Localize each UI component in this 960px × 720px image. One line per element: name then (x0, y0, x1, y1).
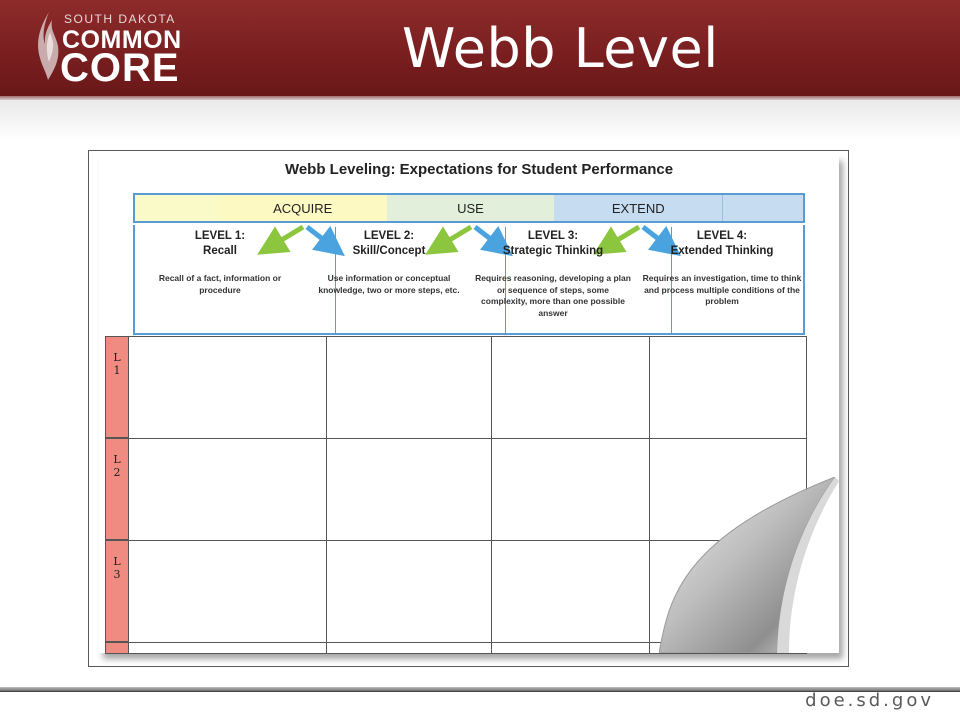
level-1-block: LEVEL 1: Recall Recall of a fact, inform… (145, 229, 295, 296)
grid-cell (128, 540, 327, 643)
level-name: Extended Thinking (670, 245, 774, 257)
level-name: Recall (203, 245, 237, 257)
blue-arrow-icon (305, 225, 681, 257)
category-use: USE (386, 195, 555, 221)
row-label-l3: L 3 (105, 540, 129, 642)
level-title: LEVEL 4: (696, 230, 748, 242)
header-band (0, 100, 960, 140)
category-header-bar: ACQUIRE USE EXTEND (133, 193, 805, 223)
row-label-text: L 1 (113, 351, 121, 377)
row-label-text: L 2 (113, 453, 121, 479)
grid-cell (326, 336, 492, 439)
grid-cell (326, 540, 492, 643)
footer-website: doe.sd.gov (805, 690, 934, 711)
level-description: Recall of a fact, information or procedu… (158, 273, 282, 295)
footer-divider-thin (0, 691, 960, 692)
level-description: Requires reasoning, developing a plan or… (475, 273, 631, 318)
document-title: Webb Leveling: Expectations for Student … (284, 161, 674, 178)
level-title: LEVEL 1: (194, 230, 246, 242)
level-3-block: LEVEL 3: Strategic Thinking Requires rea… (473, 229, 633, 319)
category-blank-left (135, 195, 219, 221)
grid-cell (128, 438, 327, 541)
level-description: Use information or conceptual knowledge,… (318, 273, 460, 295)
category-extend: EXTEND (554, 195, 723, 221)
level-2-block: LEVEL 2: Skill/Concept Use information o… (309, 229, 469, 296)
level-description: Requires an investigation, time to think… (642, 273, 802, 306)
page-curl-icon (659, 477, 839, 653)
slide-header: SOUTH DAKOTA COMMON CORE Webb Level (0, 0, 960, 96)
level-name: Strategic Thinking (502, 245, 604, 257)
slide-title: Webb Level (402, 17, 719, 80)
grid-cell (326, 642, 492, 654)
level-title: LEVEL 3: (527, 230, 579, 242)
level-divider (335, 227, 336, 333)
grid-cell (491, 540, 650, 643)
grid-cell (326, 438, 492, 541)
grid-cell (649, 336, 807, 439)
logo-core-text: CORE (60, 46, 180, 90)
level-divider (505, 227, 506, 333)
level-divider (671, 227, 672, 333)
row-label-l2: L 2 (105, 438, 129, 540)
grid-cell (491, 642, 650, 654)
grid-cell (491, 336, 650, 439)
level-name: Skill/Concept (352, 245, 426, 257)
row-label-l1: L 1 (105, 336, 129, 438)
level-4-block: LEVEL 4: Extended Thinking Requires an i… (641, 229, 803, 308)
row-label-text: L 3 (113, 555, 121, 581)
grid-cell (491, 438, 650, 541)
grid-cell (128, 336, 327, 439)
category-acquire: ACQUIRE (218, 195, 387, 221)
header-divider (0, 96, 960, 100)
level-title: LEVEL 2: (363, 230, 415, 242)
levels-panel: LEVEL 1: Recall Recall of a fact, inform… (133, 225, 805, 335)
footer-divider (0, 687, 960, 691)
category-blank-right (722, 195, 803, 221)
flame-icon (38, 12, 59, 80)
logo-common-text: COMMON (62, 26, 182, 54)
logo-state-text: SOUTH DAKOTA (64, 12, 176, 26)
row-label-l4-partial (105, 642, 129, 654)
document-page: Webb Leveling: Expectations for Student … (99, 155, 839, 654)
grid-cell (128, 642, 327, 654)
sd-common-core-logo: SOUTH DAKOTA COMMON CORE (34, 10, 204, 90)
level-arrows (257, 225, 681, 257)
green-arrow-icon (257, 225, 641, 255)
